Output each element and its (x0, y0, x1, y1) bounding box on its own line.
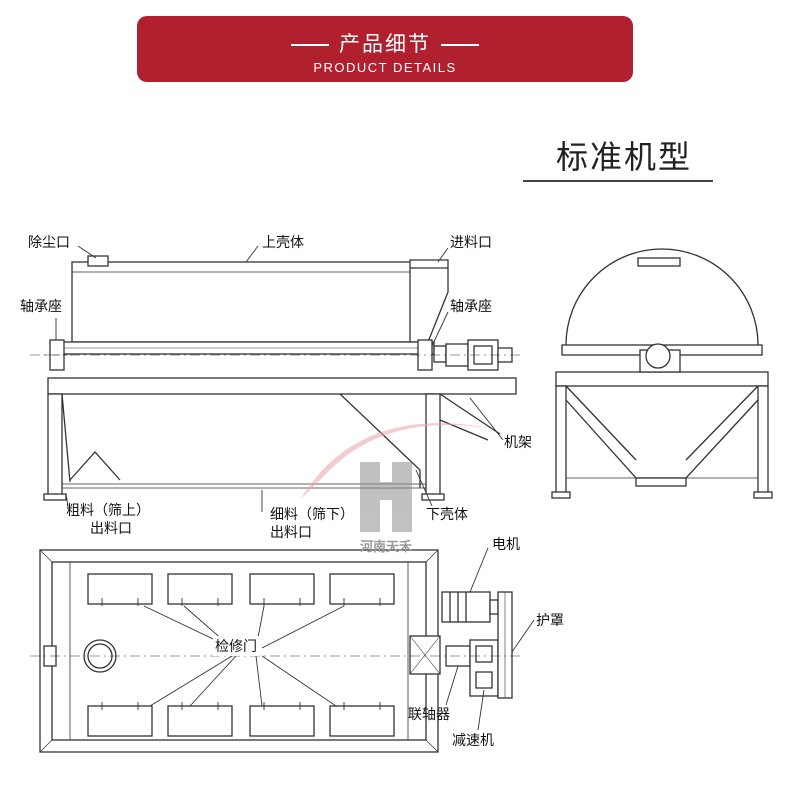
label-frame: 机架 (504, 435, 532, 451)
watermark-text: 河南天禾 (360, 540, 413, 555)
label-motor: 电机 (492, 537, 520, 553)
section-title: 标准机型 (556, 138, 693, 176)
label-fine-line1: 细料（筛下） (270, 507, 354, 523)
dash-left (291, 44, 329, 46)
label-coarse-line1: 粗料（筛上） (66, 503, 150, 519)
label-feed-inlet: 进料口 (450, 235, 492, 251)
banner-title: 产品细节 (339, 32, 431, 56)
label-reducer: 减速机 (452, 733, 494, 749)
watermark-logo (300, 423, 500, 532)
label-bearing-left: 轴承座 (20, 299, 62, 315)
label-access-door: 检修门 (213, 636, 259, 656)
label-upper-shell: 上壳体 (262, 235, 304, 251)
side-view (30, 255, 520, 501)
label-fine-line2: 出料口 (270, 525, 312, 541)
end-view (551, 248, 773, 499)
label-dust-outlet: 除尘口 (28, 235, 70, 251)
label-guard: 护罩 (536, 613, 564, 629)
dash-right (441, 44, 479, 46)
label-lower-shell: 下壳体 (426, 507, 468, 523)
label-coarse-line2: 出料口 (90, 521, 132, 537)
label-coupling: 联轴器 (408, 707, 450, 723)
label-bearing-right: 轴承座 (450, 299, 492, 315)
section-title-underline (523, 180, 713, 182)
banner-subtitle: PRODUCT DETAILS (313, 60, 457, 75)
header-banner: 产品细节 PRODUCT DETAILS (137, 16, 633, 82)
